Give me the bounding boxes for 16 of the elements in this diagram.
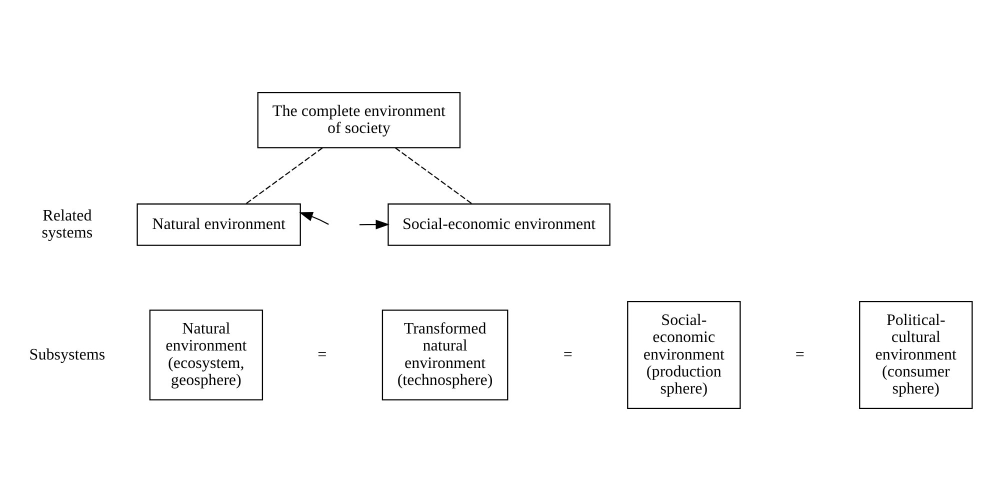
- label: =: [562, 346, 572, 364]
- connector: [244, 147, 322, 204]
- arrow: [298, 212, 328, 225]
- node-box: Transformed natural environment (technosphere): [381, 310, 508, 400]
- node-box: Social-economic environment (production sphere): [626, 301, 740, 409]
- label: Related systems: [41, 207, 92, 242]
- node-box: Natural environment (ecosystem, geosphere): [148, 310, 263, 400]
- connector: [394, 147, 472, 204]
- arrow: [358, 220, 390, 230]
- node-box: Natural environment: [136, 203, 300, 246]
- label: =: [794, 346, 804, 364]
- node-box: Social-economic environment: [387, 203, 610, 246]
- label: =: [317, 346, 326, 364]
- label: Subsystems: [28, 346, 105, 364]
- node-box: The complete environment of society: [256, 92, 460, 148]
- node-box: Political-cultural environment (consumer sphere): [858, 301, 972, 409]
